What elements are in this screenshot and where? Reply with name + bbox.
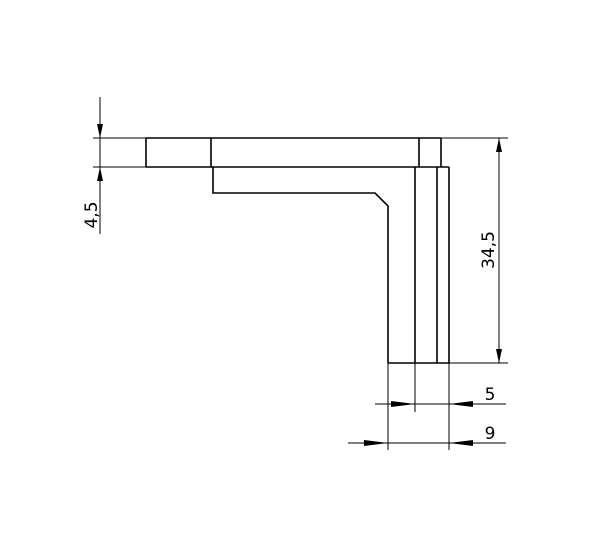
arrow-right-icon — [391, 401, 415, 407]
arrow-right-icon — [364, 440, 388, 446]
part-outline — [145, 137, 450, 364]
arrow-up-icon — [496, 138, 502, 152]
dimension-lines — [99, 97, 506, 444]
thickness-dimension-label: 4,5 — [82, 201, 102, 228]
outer-width-dimension-label: 9 — [485, 424, 496, 444]
arrowheads — [97, 124, 502, 446]
arrow-left-icon — [449, 401, 473, 407]
arrow-left-icon — [449, 440, 473, 446]
extension-lines — [93, 137, 508, 450]
inner-step-profile — [212, 167, 389, 363]
arrow-up-icon — [97, 167, 103, 181]
inner-width-dimension-label: 5 — [485, 385, 496, 405]
arrow-down-icon — [496, 349, 502, 363]
height-dimension-label: 34,5 — [479, 231, 499, 269]
arrow-down-icon — [97, 124, 103, 138]
